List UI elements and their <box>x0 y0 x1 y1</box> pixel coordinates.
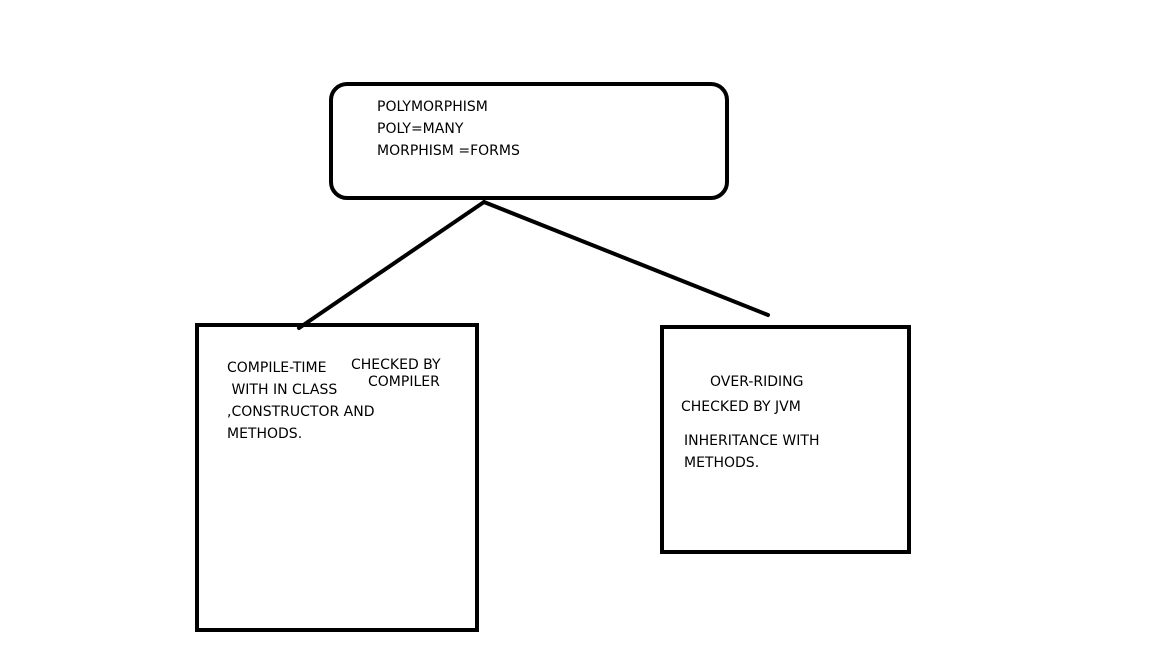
left-line-within-class: WITH IN CLASS <box>227 382 338 398</box>
left-node-compile-time <box>195 323 479 632</box>
right-line-inheritance: INHERITANCE WITH <box>684 433 820 449</box>
right-line-methods: METHODS. <box>684 455 760 471</box>
right-line-checked-by-jvm: CHECKED BY JVM <box>681 399 801 415</box>
root-line-morphism: MORPHISM =FORMS <box>377 143 520 159</box>
left-line-constructor: ,CONSTRUCTOR AND <box>227 404 375 420</box>
connector-root-to-left <box>297 200 486 330</box>
right-node-over-riding <box>660 325 911 554</box>
root-line-poly: POLY=MANY <box>377 121 464 137</box>
root-title: POLYMORPHISM <box>377 99 488 115</box>
left-line-compile-time: COMPILE-TIME <box>227 360 327 376</box>
root-node-polymorphism <box>329 82 729 200</box>
right-title-over-riding: OVER-RIDING <box>710 374 804 390</box>
left-note-compiler: COMPILER <box>368 374 440 390</box>
connector-root-to-right <box>482 200 770 317</box>
left-line-methods: METHODS. <box>227 426 303 442</box>
left-note-checked-by: CHECKED BY <box>351 357 441 373</box>
